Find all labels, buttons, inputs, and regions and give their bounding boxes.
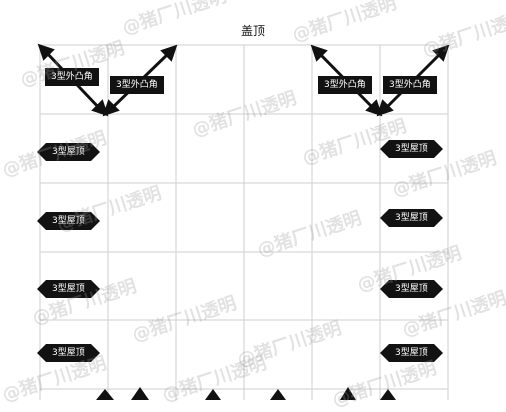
triangle-marker-icon	[131, 387, 149, 400]
corner-label-top-right-2: 3型外凸角	[383, 76, 437, 94]
triangle-marker-icon	[380, 389, 396, 400]
side-label-left-4: 3型屋顶	[37, 344, 100, 362]
triangle-marker-icon	[270, 389, 286, 400]
side-label-left-3: 3型屋顶	[37, 280, 100, 298]
diagram-title: 盖顶	[240, 24, 265, 38]
side-label-left-1: 3型屋顶	[37, 143, 100, 161]
triangle-marker-icon	[205, 389, 221, 400]
corner-label-top-right: 3型外凸角	[318, 76, 372, 94]
double-arrow-icon	[102, 44, 178, 117]
corner-label-top-left-2: 3型外凸角	[110, 76, 164, 94]
side-label-right-3: 3型屋顶	[380, 280, 443, 298]
side-label-right-4: 3型屋顶	[380, 344, 443, 362]
triangle-marker-icon	[96, 389, 114, 400]
triangle-marker-icon	[340, 387, 356, 400]
grid-lines	[37, 43, 450, 400]
side-label-left-2: 3型屋顶	[37, 212, 100, 230]
side-label-right-2: 3型屋顶	[380, 209, 443, 227]
corner-label-top-left: 3型外凸角	[45, 68, 99, 86]
side-label-right-1: 3型屋顶	[380, 140, 443, 158]
